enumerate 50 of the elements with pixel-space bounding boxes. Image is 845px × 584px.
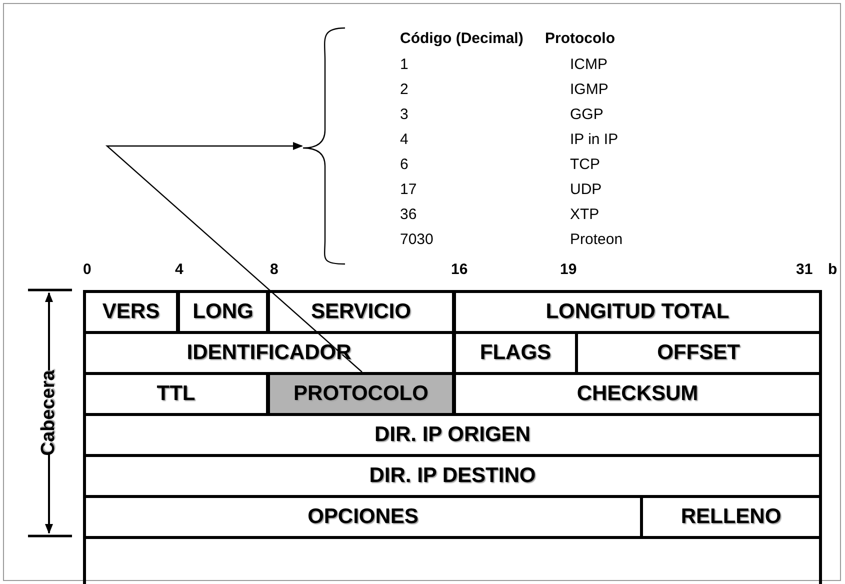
table-cell: 2 [400, 81, 408, 99]
header-field-box [83, 413, 822, 457]
bit-number: 8 [270, 261, 278, 279]
header-field-box [177, 290, 269, 334]
header-field-box [83, 290, 179, 334]
field-name: PROTOCOLO [294, 382, 428, 406]
column-header: Código (Decimal) [400, 30, 524, 48]
bit-number: 16 [451, 261, 468, 279]
field-name: FLAGS [480, 341, 552, 365]
header-field-box [453, 290, 822, 334]
empty-row-box [83, 536, 822, 584]
bit-number: 19 [560, 261, 577, 279]
table-cell: 17 [400, 181, 417, 199]
field-name: CHECKSUM [576, 382, 698, 406]
table-cell: 6 [400, 156, 408, 174]
header-field-box [267, 372, 455, 416]
table-cell: 7030 [400, 231, 434, 249]
table-cell: TCP [570, 156, 600, 174]
field-name: VERS [102, 300, 160, 324]
table-cell: Proteon [570, 231, 623, 249]
leader-arrow [105, 142, 362, 372]
field-name: DIR. IP ORIGEN [374, 423, 530, 447]
bit-number: 31 [796, 261, 813, 279]
header-field-box [83, 454, 822, 498]
field-name: LONG [192, 300, 254, 324]
table-cell: ICMP [570, 56, 608, 74]
field-name: SERVICIO [311, 300, 411, 324]
bit-number: 0 [83, 261, 92, 279]
table-cell: 3 [400, 106, 408, 124]
table-cell: IP in IP [570, 131, 618, 149]
field-name: DIR. IP DESTINO [369, 464, 536, 488]
table-cell: GGP [570, 106, 604, 124]
field-name: OPCIONES [308, 505, 418, 529]
curly-brace [302, 27, 346, 265]
table-cell: 36 [400, 206, 417, 224]
table-cell: UDP [570, 181, 602, 199]
table-cell: XTP [570, 206, 600, 224]
field-name: RELLENO [680, 505, 782, 529]
table-cell: 1 [400, 56, 408, 74]
column-header: Protocolo [545, 30, 615, 48]
header-field-box [453, 372, 822, 416]
field-name: LONGITUD TOTAL [546, 300, 730, 324]
bit-number: 4 [175, 261, 184, 279]
header-field-box [267, 290, 455, 334]
bit-number: b [828, 261, 838, 279]
field-name: OFFSET [657, 341, 740, 365]
field-name: TTL [156, 382, 196, 406]
table-cell: IGMP [570, 81, 608, 99]
table-cell: 4 [400, 131, 408, 149]
vertical-label: Cabecera [40, 370, 58, 456]
